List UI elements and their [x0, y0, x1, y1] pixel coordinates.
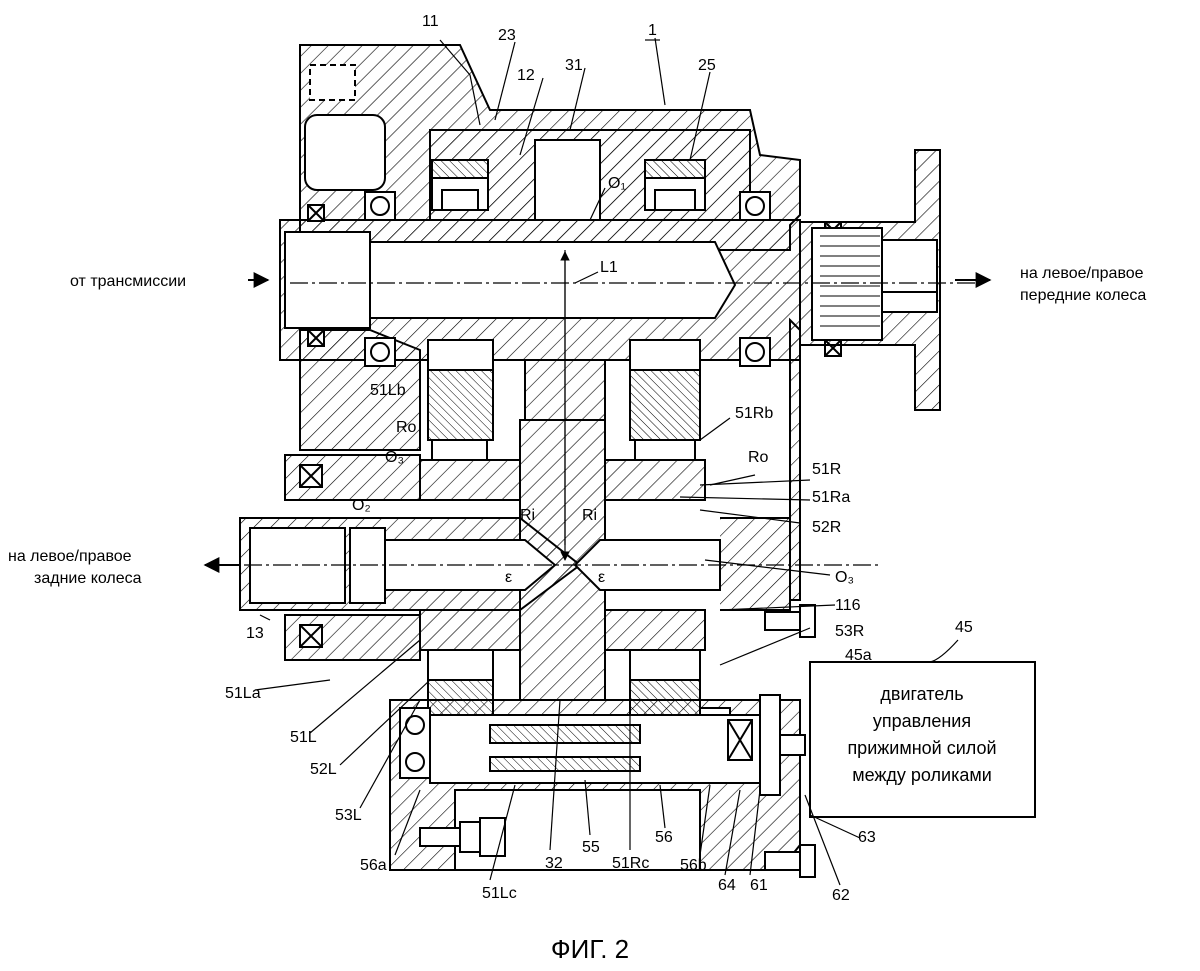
arrow-to-rear-2: задние колеса	[34, 570, 142, 587]
arrow-to-front-1: на левое/правое	[1020, 265, 1144, 282]
label-23: 23	[498, 27, 516, 44]
input-shaft	[279, 129, 801, 421]
front-flange	[799, 149, 941, 411]
motor-label-4: между роликами	[852, 765, 992, 785]
label-25: 25	[698, 57, 716, 74]
arrow-from-transmission: от трансмиссии	[70, 273, 186, 290]
label-11: 11	[422, 13, 439, 30]
center-lines	[215, 250, 975, 566]
label-13: 13	[246, 625, 264, 642]
label-Ro-left: Ro	[396, 419, 417, 436]
left-stack	[284, 454, 421, 661]
label-52R: 52R	[812, 519, 841, 536]
label-52L: 52L	[310, 761, 337, 778]
label-Ri-left: Ri	[520, 507, 535, 524]
label-63: 63	[858, 829, 876, 846]
arrow-to-rear-1: на левое/правое	[8, 548, 132, 565]
bearing-25	[644, 159, 706, 211]
eccentric-rings	[419, 459, 706, 651]
label-64: 64	[718, 877, 736, 894]
label-31: 31	[565, 57, 583, 74]
label-51Rb: 51Rb	[735, 405, 773, 422]
label-62: 62	[832, 887, 850, 904]
arrow-to-front-2: передние колеса	[1020, 287, 1146, 304]
label-53L: 53L	[335, 807, 362, 824]
label-O3-left: O₃	[385, 449, 404, 466]
label-51Lb: 51Lb	[370, 382, 406, 399]
label-51R: 51R	[812, 461, 841, 478]
label-51Ra: 51Ra	[812, 489, 850, 506]
label-56b: 56b	[680, 857, 707, 874]
motor-label-2: управления	[873, 711, 971, 731]
label-Ro-right: Ro	[748, 449, 769, 466]
ball-bearings-top	[364, 191, 771, 367]
label-32: 32	[545, 855, 563, 872]
label-12: 12	[517, 67, 535, 84]
label-56a: 56a	[360, 857, 387, 874]
label-45: 45	[955, 619, 973, 636]
figure-caption: ФИГ. 2	[551, 934, 629, 964]
roller-right-upper	[629, 339, 701, 461]
motor-box	[809, 661, 1036, 818]
label-assembly: 1	[648, 22, 657, 39]
label-116: 116	[835, 597, 861, 614]
motor-label-3: прижимной силой	[847, 738, 996, 758]
label-L1: L1	[600, 259, 618, 276]
label-51L: 51L	[290, 729, 317, 746]
housing-recess	[304, 114, 386, 191]
label-O2: O₂	[352, 497, 371, 514]
label-51Lc: 51Lc	[482, 885, 517, 902]
bearing-23	[431, 159, 489, 211]
label-61: 61	[750, 877, 768, 894]
leader-45	[929, 639, 959, 663]
leader-lines	[254, 37, 861, 886]
label-eps-right: ε	[598, 569, 605, 586]
label-56: 56	[655, 829, 673, 846]
roller-left-upper	[427, 339, 494, 461]
label-O3-right: O₃	[835, 569, 854, 586]
label-51La: 51La	[225, 685, 261, 702]
flow-arrows	[203, 272, 992, 573]
label-O1: O₁	[608, 175, 626, 192]
motor-label-1: двигатель	[880, 684, 963, 704]
label-51Rc: 51Rc	[612, 855, 649, 872]
label-55: 55	[582, 839, 600, 856]
rear-output-shaft	[239, 517, 791, 611]
label-45a: 45a	[845, 647, 872, 664]
housing-pocket	[309, 64, 356, 101]
label-eps-left: ε	[505, 569, 512, 586]
label-Ri-right: Ri	[582, 507, 597, 524]
label-53R: 53R	[835, 623, 864, 640]
